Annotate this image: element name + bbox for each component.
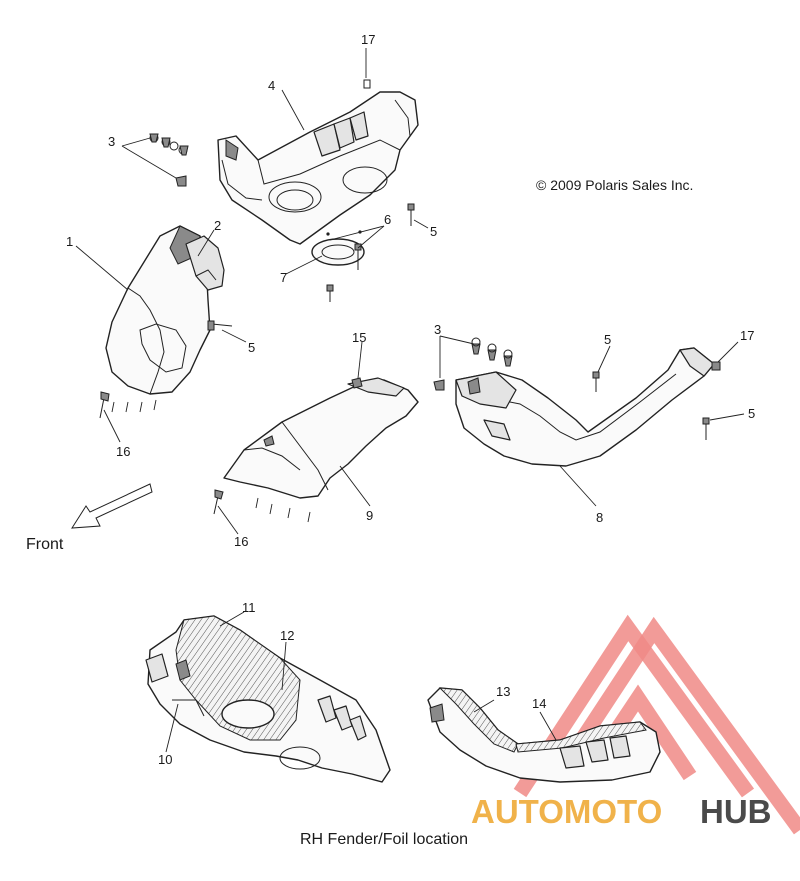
callout-5-left: 5 <box>248 340 255 355</box>
callout-4: 4 <box>268 78 275 93</box>
callout-6: 6 <box>384 212 391 227</box>
part-7-grommet <box>311 238 365 266</box>
part-5-pin-left <box>211 323 233 327</box>
callout-17-right: 17 <box>740 328 754 343</box>
logo-triangle-outer <box>513 614 755 798</box>
callout-16-center: 16 <box>234 534 248 549</box>
part-13-14-rh-fender <box>427 687 661 783</box>
front-arrow-icon <box>71 483 153 529</box>
callout-9: 9 <box>366 508 373 523</box>
front-label: Front <box>26 536 64 553</box>
part-16-pin-head-center <box>214 489 224 500</box>
callout-7: 7 <box>280 270 287 285</box>
callout-10: 10 <box>158 752 172 767</box>
part-3-clips-right <box>433 337 513 391</box>
callout-5-far-right: 5 <box>748 406 755 421</box>
part-5-pin-head-right <box>592 371 600 379</box>
part-3-clips-left <box>149 133 189 187</box>
callout-13: 13 <box>496 684 510 699</box>
part-5-pin-head-left <box>207 320 215 331</box>
callout-15: 15 <box>352 330 366 345</box>
callout-11: 11 <box>242 600 256 615</box>
copyright-text: © 2009 Polaris Sales Inc. <box>536 177 693 193</box>
leader-lines <box>75 48 745 753</box>
callout-12: 12 <box>280 628 294 643</box>
tick-marks <box>111 399 311 523</box>
callout-3-left: 3 <box>108 134 115 149</box>
logo-triangle-right <box>551 616 800 835</box>
part-8-fender-right <box>455 347 715 467</box>
part-17-clip-right <box>711 361 721 371</box>
callout-14: 14 <box>532 696 546 711</box>
part-16-pin-head-left <box>100 391 110 402</box>
caption-rh-fender: RH Fender/Foil location <box>300 831 468 848</box>
part-16-pin-center <box>213 495 219 515</box>
watermark-text-hub: HUB <box>700 793 772 830</box>
part-10-11-12-rh-panel <box>145 615 391 783</box>
callout-1: 1 <box>66 234 73 249</box>
part-17-clip-top <box>363 79 371 89</box>
watermark-text-automoto: AUTOMOTO <box>471 793 662 830</box>
callout-5-right: 5 <box>604 332 611 347</box>
callout-5-mid: 5 <box>430 224 437 239</box>
callout-2: 2 <box>214 218 221 233</box>
part-1-fender-left <box>105 225 225 395</box>
part-16-pin-left <box>99 397 105 419</box>
part-5-pin-head-mid <box>407 203 415 211</box>
callout-16-left: 16 <box>116 444 130 459</box>
callout-3-right: 3 <box>434 322 441 337</box>
part-9-panel <box>223 377 419 499</box>
part-4-panel <box>217 91 419 245</box>
callout-8: 8 <box>596 510 603 525</box>
part-5-pin-head-far-right <box>702 417 710 425</box>
callout-17-top: 17 <box>361 32 375 47</box>
